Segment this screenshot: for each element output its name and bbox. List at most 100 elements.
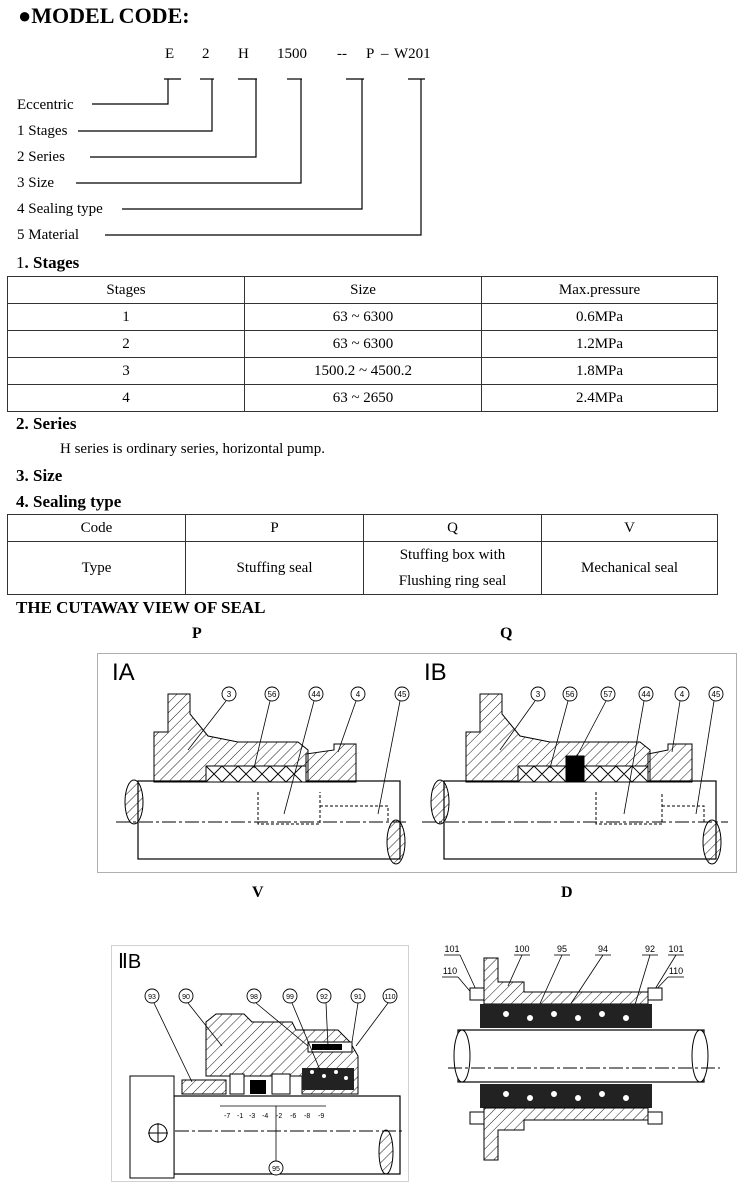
- callout-label: 98: [250, 994, 258, 1001]
- table-cell: Type: [7, 541, 186, 595]
- table-cell: 63 ~ 6300: [244, 303, 482, 331]
- page-title: ●MODEL CODE:: [18, 3, 190, 28]
- legend-series: 2 Series: [17, 149, 65, 165]
- header-cell: Size: [244, 276, 482, 304]
- callout-label: 56: [566, 690, 575, 699]
- callout-label: -1: [237, 1113, 243, 1120]
- callout-label: -3: [249, 1113, 255, 1120]
- callout-label: 99: [286, 994, 294, 1001]
- callout-label: 90: [182, 994, 190, 1001]
- callout-label: 100: [514, 944, 529, 954]
- callout-label: 110: [669, 966, 683, 976]
- seal-diagram-ib: 3 56 57 44 4 45: [422, 686, 728, 865]
- table-header-row: Stages Size Max.pressure: [7, 276, 718, 304]
- table-cell: 1.2MPa: [481, 330, 718, 358]
- code-token-sealing: P: [366, 46, 375, 62]
- table-row: 2 63 ~ 6300 1.2MPa: [7, 330, 718, 358]
- header-cell: Max.pressure: [481, 276, 718, 304]
- cutaway-heading: THE CUTAWAY VIEW OF SEAL: [16, 598, 266, 617]
- callout-label: -2: [276, 1113, 282, 1120]
- table-cell-line: Stuffing box with: [399, 547, 506, 563]
- table-cell: 2.4MPa: [481, 384, 718, 412]
- table-cell: 2: [7, 330, 245, 358]
- callout-label: 4: [356, 690, 361, 699]
- stages-table: Stages Size Max.pressure 1 63 ~ 6300 0.6…: [7, 276, 718, 412]
- callout-label: 57: [604, 690, 613, 699]
- code-token-dash: –: [381, 46, 389, 62]
- callout-label: -4: [262, 1113, 268, 1120]
- table-cell: 3: [7, 357, 245, 385]
- callout-label: 4: [680, 690, 685, 699]
- table-cell: 4: [7, 384, 245, 412]
- size-heading: 3. Size: [16, 466, 63, 485]
- callout-label: 110: [443, 966, 457, 976]
- callout-label: 95: [272, 1166, 280, 1173]
- callout-label: 110: [384, 994, 395, 1001]
- panel-label-iib: ⅡB: [118, 951, 141, 973]
- stages-heading-text: . Stages: [24, 253, 80, 272]
- caption-q: Q: [500, 625, 513, 642]
- callout-label: 3: [536, 690, 541, 699]
- code-token-series: H: [238, 46, 249, 62]
- callout-label: 45: [712, 690, 721, 699]
- callout-label: 44: [642, 690, 651, 699]
- callout-label: 91: [354, 994, 362, 1001]
- table-cell: 1: [7, 303, 245, 331]
- callout-label: 93: [148, 994, 156, 1001]
- code-token-stages: 2: [202, 46, 210, 62]
- callout-label: 92: [645, 944, 655, 954]
- stages-heading: 1. Stages: [16, 253, 79, 273]
- seal-diagram-d: 101 100 95 94 92 101 110 110: [442, 944, 720, 1161]
- sealing-heading: 4. Sealing type: [16, 492, 122, 511]
- seal-diagram-ia: 3 56 44 4 45: [116, 686, 410, 865]
- legend-stages: 1 Stages: [17, 123, 68, 139]
- cutaway-drawing-ia-ib: IA IB 3 56 44 4 45: [112, 659, 728, 865]
- panel-label-ia: IA: [112, 659, 135, 686]
- panel-label-ib: IB: [424, 659, 447, 686]
- callout-label: -8: [304, 1113, 310, 1120]
- callout-label: -6: [290, 1113, 296, 1120]
- table-cell: 1500.2 ~ 4500.2: [244, 357, 482, 385]
- table-row: 4 63 ~ 2650 2.4MPa: [7, 384, 718, 412]
- table-cell: Stuffing box with Flushing ring seal: [363, 541, 542, 595]
- callout-label: 3: [227, 690, 232, 699]
- caption-d: D: [561, 884, 573, 901]
- stages-heading-number: 1: [16, 253, 25, 272]
- legend-size: 3 Size: [17, 175, 55, 191]
- sealing-table: Code P Q V Type Stuffing seal Stuffing b…: [7, 514, 718, 595]
- callout-label: -7: [224, 1113, 230, 1120]
- legend-material: 5 Material: [17, 227, 80, 243]
- table-cell: Stuffing seal: [185, 541, 364, 595]
- callout-label: 56: [268, 690, 277, 699]
- caption-p: P: [192, 625, 202, 642]
- table-header-row: Code P Q V: [7, 514, 718, 542]
- table-cell-line: Flushing ring seal: [398, 573, 507, 589]
- model-code-connectors: [76, 78, 425, 236]
- legend-sealing-type: 4 Sealing type: [17, 201, 103, 217]
- header-cell: Q: [363, 514, 542, 542]
- callout-label: 94: [598, 944, 608, 954]
- header-cell: Code: [7, 514, 186, 542]
- callout-label: 101: [444, 944, 459, 954]
- callout-label: 44: [312, 690, 321, 699]
- legend-eccentric: Eccentric: [17, 97, 74, 113]
- table-cell: 1.8MPa: [481, 357, 718, 385]
- callout-label: 101: [668, 944, 683, 954]
- table-row: Type Stuffing seal Stuffing box with Flu…: [7, 541, 718, 595]
- header-cell: V: [541, 514, 718, 542]
- callout-label: -9: [318, 1113, 324, 1120]
- series-heading: 2. Series: [16, 414, 77, 433]
- cutaway-panel-iib: ⅡB 93 90 98 99 92 91 110 95: [111, 945, 409, 1182]
- code-token-size: 1500: [277, 46, 307, 62]
- code-token-eccentric: E: [165, 46, 175, 62]
- code-token-separator: --: [337, 46, 347, 62]
- table-cell: 63 ~ 2650: [244, 384, 482, 412]
- code-token-material: W201: [394, 46, 431, 62]
- cutaway-panel-ia-ib: IA IB 3 56 44 4 45: [97, 653, 737, 873]
- table-cell: 0.6MPa: [481, 303, 718, 331]
- callout-label: 95: [557, 944, 567, 954]
- caption-v: V: [252, 884, 264, 901]
- table-row: 1 63 ~ 6300 0.6MPa: [7, 303, 718, 331]
- mechanical-seal-diagram: ⅡB 93 90 98 99 92 91 110 95: [118, 951, 404, 1179]
- table-row: 3 1500.2 ~ 4500.2 1.8MPa: [7, 357, 718, 385]
